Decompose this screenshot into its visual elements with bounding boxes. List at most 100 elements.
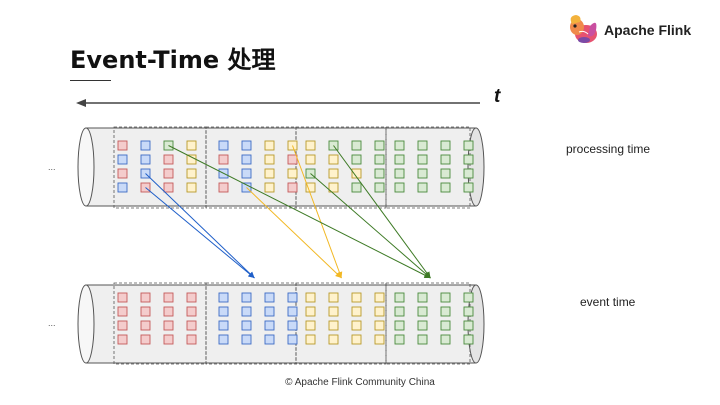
event-blue <box>218 334 229 345</box>
event-green <box>440 154 451 165</box>
event-green <box>463 320 474 331</box>
green-arrowhead <box>424 271 431 278</box>
event-blue <box>264 306 275 317</box>
event-blue <box>264 320 275 331</box>
event-yellow <box>328 334 339 345</box>
flink-squirrel-logo-icon <box>570 15 597 43</box>
event-yellow <box>374 306 385 317</box>
event-time-pipe <box>77 284 485 364</box>
event-blue <box>218 306 229 317</box>
event-yellow <box>305 334 316 345</box>
event-blue <box>287 306 298 317</box>
event-yellow <box>328 182 339 193</box>
event-green <box>417 334 428 345</box>
event-red <box>140 306 151 317</box>
event-green <box>463 334 474 345</box>
event-yellow <box>305 320 316 331</box>
event-green <box>463 306 474 317</box>
event-green <box>417 182 428 193</box>
event-blue <box>287 292 298 303</box>
event-blue <box>117 182 128 193</box>
event-blue <box>264 292 275 303</box>
event-green <box>417 306 428 317</box>
event-green <box>440 306 451 317</box>
event-green <box>394 320 405 331</box>
event-green <box>374 182 385 193</box>
processing-time-label: processing time <box>566 142 651 156</box>
event-yellow <box>328 306 339 317</box>
window-box <box>295 126 387 209</box>
event-green <box>440 320 451 331</box>
event-green <box>374 168 385 179</box>
event-yellow <box>305 154 316 165</box>
event-red <box>117 292 128 303</box>
time-axis-arrow <box>76 99 480 107</box>
event-blue <box>140 154 151 165</box>
event-red <box>140 320 151 331</box>
processing-time-windows <box>113 126 471 209</box>
window-box <box>385 126 471 209</box>
event-green <box>417 320 428 331</box>
event-green <box>351 182 362 193</box>
event-yellow <box>374 292 385 303</box>
event-red <box>186 306 197 317</box>
event-red <box>117 168 128 179</box>
event-blue <box>241 334 252 345</box>
event-red <box>117 140 128 151</box>
event-green <box>351 140 362 151</box>
event-yellow <box>186 168 197 179</box>
event-yellow <box>264 168 275 179</box>
event-red <box>117 306 128 317</box>
event-yellow <box>374 320 385 331</box>
event-blue <box>218 292 229 303</box>
event-yellow <box>351 334 362 345</box>
event-green <box>417 168 428 179</box>
title-underline <box>70 80 111 81</box>
event-yellow <box>351 306 362 317</box>
event-red <box>117 334 128 345</box>
reorder-arrows <box>145 145 431 279</box>
event-green <box>417 292 428 303</box>
yellow-arrow <box>246 187 342 279</box>
event-red <box>140 292 151 303</box>
event-yellow <box>305 292 316 303</box>
processing-time-pipe <box>77 127 485 207</box>
event-red <box>287 182 298 193</box>
event-blue <box>140 140 151 151</box>
event-green <box>463 154 474 165</box>
event-blue <box>264 334 275 345</box>
event-red <box>218 154 229 165</box>
blue-arrow <box>145 173 255 279</box>
event-green <box>440 182 451 193</box>
blue-arrowhead <box>248 271 255 278</box>
event-blue <box>241 154 252 165</box>
brand-name: Apache Flink <box>604 22 692 38</box>
event-green <box>394 140 405 151</box>
event-yellow <box>351 168 362 179</box>
event-red <box>186 320 197 331</box>
event-yellow <box>374 334 385 345</box>
event-yellow <box>287 168 298 179</box>
event-yellow <box>264 182 275 193</box>
event-green <box>394 168 405 179</box>
event-green <box>463 292 474 303</box>
event-red <box>163 334 174 345</box>
event-yellow <box>328 292 339 303</box>
event-yellow <box>328 168 339 179</box>
event-green <box>394 306 405 317</box>
event-red <box>163 154 174 165</box>
event-green <box>417 154 428 165</box>
green-arrow <box>310 173 431 279</box>
blue-arrow <box>145 187 255 279</box>
event-green <box>374 154 385 165</box>
event-green <box>440 292 451 303</box>
event-yellow <box>305 182 316 193</box>
event-blue <box>241 320 252 331</box>
brand: Apache Flink <box>566 12 716 48</box>
event-red <box>163 292 174 303</box>
event-blue <box>241 306 252 317</box>
yellow-arrow <box>292 145 342 279</box>
event-time-events <box>117 292 474 345</box>
event-green <box>394 334 405 345</box>
event-red <box>163 320 174 331</box>
